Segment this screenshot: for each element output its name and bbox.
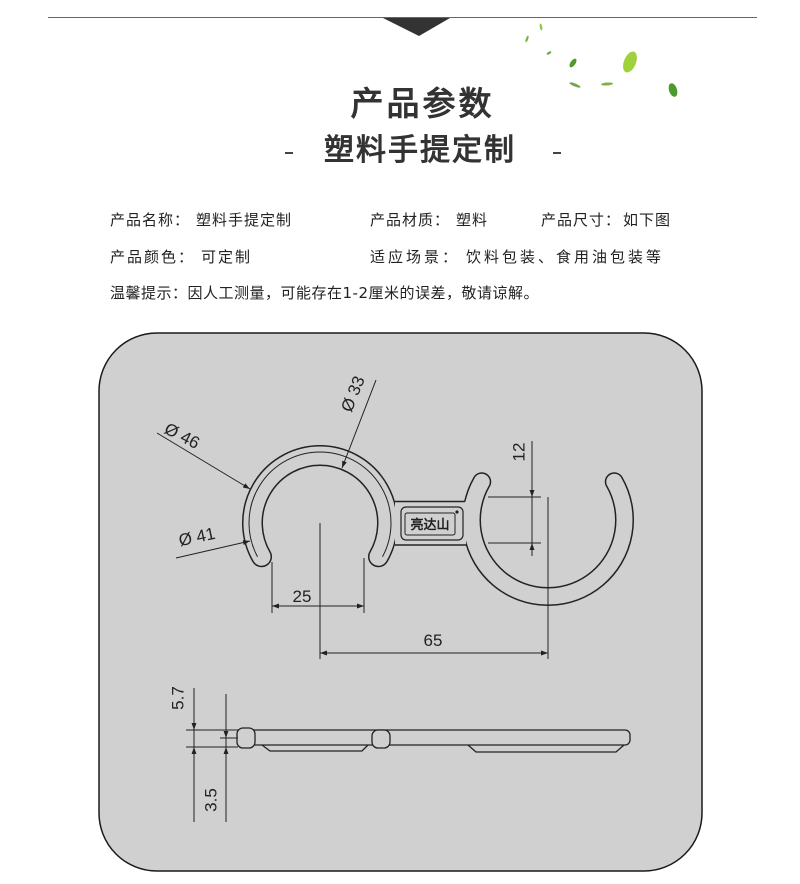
spec-value: 塑料手提定制 [196,211,293,229]
down-triangle-icon [383,18,450,36]
spec-value: 因人工测量，可能存在1-2厘米的误差，敬请谅解。 [187,284,540,302]
spec-label: 温馨提示： [110,284,188,302]
side-view [236,727,631,753]
label-panel [400,506,464,541]
spec-value: 塑料 [456,211,489,229]
spec-label: 产品颜色： [110,248,196,266]
dim-bridge-label: 12 [510,443,529,462]
spec-value: 可定制 [201,248,253,266]
leaf-icon [601,82,613,86]
dimension-lines [156,379,549,659]
subtitle-dash-left [285,152,293,154]
spec-name: 产品名称： 塑料手提定制 [110,210,292,230]
spec-scene: 适应场景： 饮料包装、食用油包装等 [370,247,664,267]
spec-value: 如下图 [623,211,672,229]
page-subtitle: 塑料手提定制 [324,133,516,168]
dim-height-label: 5.7 [169,686,188,710]
spec-label: 产品材质： [370,211,451,229]
spec-color: 产品颜色： 可定制 [110,247,252,267]
logo-text: 亮达山 [410,517,449,533]
leaf-icon [546,51,552,55]
dim-opening-label: 25 [293,587,312,606]
spec-size: 产品尺寸：如下图 [541,210,671,230]
spec-label: 适应场景： [370,248,461,266]
leaf-icon [623,51,637,73]
leaf-icon [569,58,577,68]
logo-box [404,512,456,536]
leaf-icon [525,35,529,43]
left-ring [242,445,398,568]
spec-notice: 温馨提示：因人工测量，可能存在1-2厘米的误差，敬请谅解。 [110,283,539,303]
side-dimension-lines [186,688,238,822]
leaf-icon [539,23,543,31]
leaf-icon [569,82,581,88]
dim-base-label: 3.5 [202,788,221,812]
leaf-icon [668,83,678,97]
spec-label: 产品尺寸： [541,211,622,229]
leaf-decoration [525,23,678,97]
drawing-panel [98,332,703,872]
subtitle-dash-right [553,152,561,154]
spec-material: 产品材质： 塑料 [370,210,488,230]
spec-label: 产品名称： [110,211,191,229]
logo-mark [455,510,459,514]
handle-bridge: 亮达山 [395,500,466,546]
dim-center-label: 65 [424,631,443,650]
spec-value: 饮料包装、食用油包装等 [466,248,665,266]
page-title: 产品参数 [350,84,495,123]
